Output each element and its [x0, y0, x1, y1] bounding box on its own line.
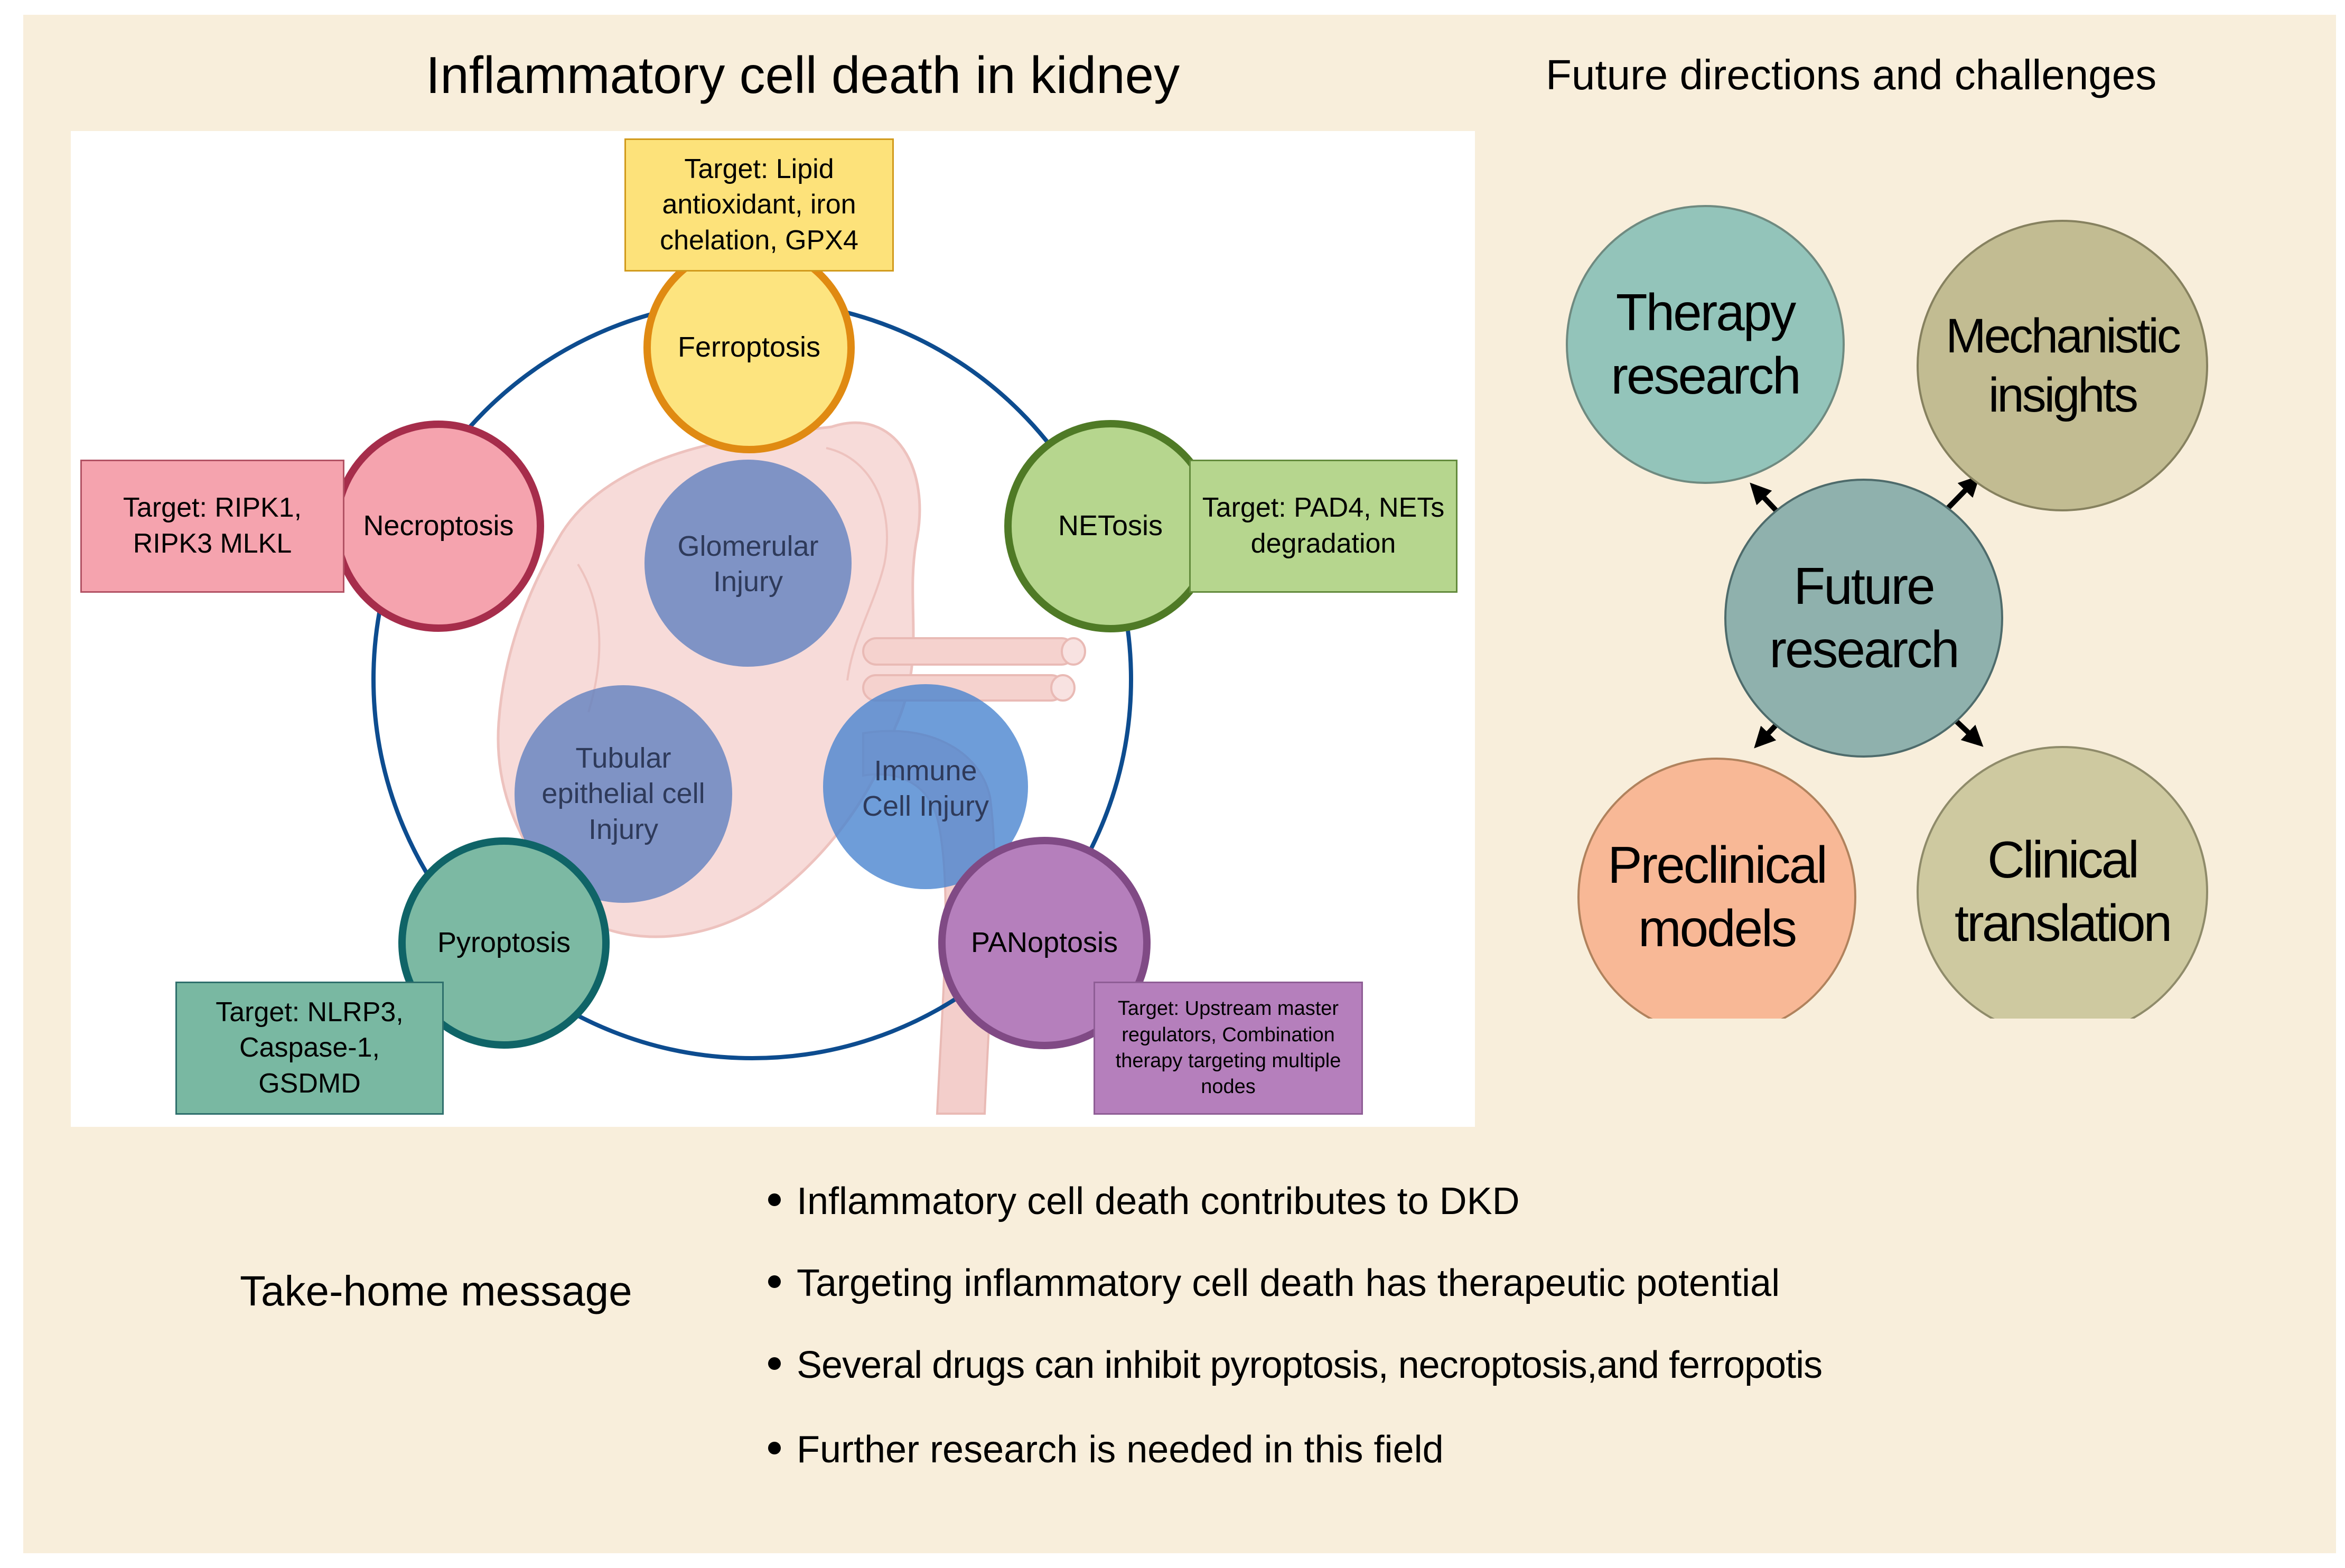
- kidney-diagram-card: Glomerular Injury Tubular epithelial cel…: [71, 131, 1475, 1127]
- immune-injury-label: Immune Cell Injury: [862, 754, 989, 823]
- glomerular-injury-label: Glomerular Injury: [677, 530, 819, 598]
- takehome-bullet: Inflammatory cell death contributes to D…: [768, 1180, 1520, 1223]
- necroptosis-target-box: Target: RIPK1, RIPK3 MLKL: [80, 460, 344, 593]
- right-title: Future directions and challenges: [1546, 51, 2157, 98]
- left-title: Inflammatory cell death in kidney: [426, 46, 1180, 104]
- future-research-circle: [1724, 479, 2003, 758]
- pyroptosis-label: Pyroptosis: [437, 927, 571, 959]
- bullet-dot: [768, 1193, 781, 1206]
- preclinical-models-label: Preclinical models: [1608, 836, 1828, 957]
- future-research-label: Future research: [1769, 557, 1959, 678]
- mechanistic-insights-label: Mechanistic insights: [1946, 309, 2181, 422]
- ferroptosis-label: Ferroptosis: [677, 331, 821, 363]
- clinical-translation-circle: [1917, 746, 2208, 1019]
- tubular-injury-label: Tubular epithelial cell Injury: [541, 742, 705, 845]
- pyroptosis-target-box: Target: NLRP3, Caspase-1, GSDMD: [175, 982, 444, 1115]
- therapy-research-circle: [1566, 205, 1845, 484]
- mechanistic-insights-circle: [1917, 220, 2208, 511]
- netosis-label: NETosis: [1058, 510, 1163, 542]
- kidney-diagram: [333, 242, 1217, 1115]
- future-directions-diagram: [1566, 205, 2208, 1019]
- takehome-label: Take-home message: [240, 1267, 632, 1314]
- takehome-bullet: Targeting inflammatory cell death has th…: [768, 1262, 1780, 1305]
- background-panel: Inflammatory cell death in kidney: [23, 15, 2336, 1553]
- pyroptosis-circle: [398, 837, 610, 1049]
- clinical-translation-label: Clinical translation: [1954, 830, 2172, 952]
- bullet-dot: [768, 1357, 781, 1370]
- preclinical-models-circle: [1577, 758, 1856, 1019]
- immune-injury-circle: [823, 684, 1028, 889]
- bullet-dot: [768, 1441, 781, 1454]
- necroptosis-label: Necroptosis: [363, 510, 514, 542]
- panoptosis-target-box: Target: Upstream master regulators, Comb…: [1094, 982, 1363, 1115]
- takehome-bullet: Further research is needed in this field: [768, 1428, 1444, 1471]
- glomerular-injury-circle: [644, 460, 852, 667]
- tubular-injury-circle: [515, 685, 732, 903]
- panoptosis-label: PANoptosis: [970, 927, 1118, 959]
- takehome-bullet: Several drugs can inhibit pyroptosis, ne…: [768, 1343, 1823, 1387]
- therapy-research-label: Therapy research: [1611, 283, 1801, 405]
- bullet-dot: [768, 1275, 781, 1288]
- netosis-target-box: Target: PAD4, NETs degradation: [1189, 460, 1458, 593]
- ferroptosis-target-box: Target: Lipid antioxidant, iron chelatio…: [624, 138, 894, 272]
